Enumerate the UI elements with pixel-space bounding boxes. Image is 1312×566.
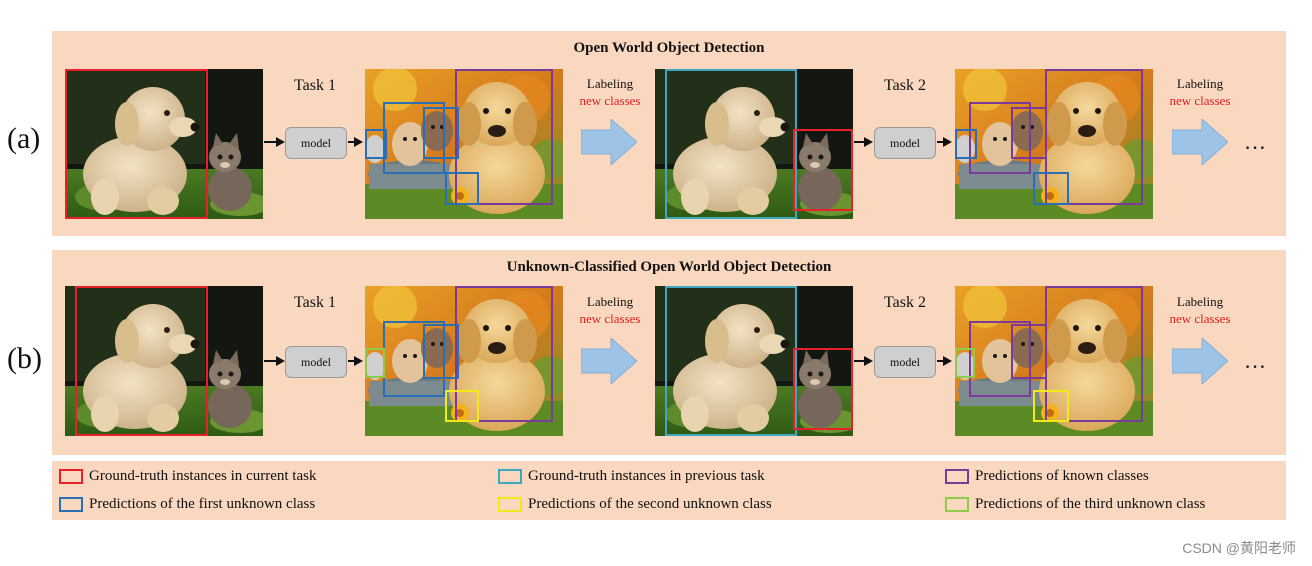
- bbox-pred-unknown1: [955, 129, 977, 159]
- block-arrow-icon: [581, 119, 637, 165]
- labeling-text: Labeling new classes: [1155, 293, 1245, 327]
- image-task2-input: [655, 286, 853, 436]
- labeling-text: Labeling new classes: [565, 293, 655, 327]
- ellipsis: …: [1244, 348, 1266, 374]
- bbox-gt-current: [75, 286, 208, 436]
- legend-text: Ground-truth instances in current task: [89, 468, 316, 485]
- bbox-pred-unknown1: [423, 324, 459, 379]
- bbox-pred-known: [1011, 107, 1047, 159]
- model-box: model: [285, 127, 347, 159]
- labeling-label: Labeling: [1155, 75, 1245, 92]
- image-task2-input: [655, 69, 853, 219]
- bbox-gt-current: [793, 348, 853, 430]
- image-task2-predictions: [955, 286, 1153, 436]
- bbox-pred-unknown1: [365, 129, 387, 159]
- image-task1-predictions: [365, 286, 563, 436]
- watermark: CSDN @黄阳老师: [1182, 538, 1296, 558]
- bbox-pred-unknown1: [423, 107, 459, 159]
- legend-pred-unknown2: Predictions of the second unknown class: [498, 496, 772, 513]
- swatch-yellow: [498, 497, 522, 512]
- flow-arrow-head: [276, 137, 285, 147]
- legend-gt-current: Ground-truth instances in current task: [59, 468, 316, 485]
- flow-arrow-head: [864, 137, 873, 147]
- flow-arrow-head: [943, 137, 952, 147]
- model-box: model: [874, 346, 936, 378]
- legend-text: Predictions of known classes: [975, 468, 1149, 485]
- labeling-label: Labeling: [565, 293, 655, 310]
- task-label: Task 1: [285, 77, 345, 95]
- swatch-red: [59, 469, 83, 484]
- legend-pred-known: Predictions of known classes: [945, 468, 1149, 485]
- bbox-pred-unknown1: [445, 172, 479, 205]
- flow-arrow-head: [354, 356, 363, 366]
- legend-gt-previous: Ground-truth instances in previous task: [498, 468, 765, 485]
- bbox-pred-unknown3: [955, 348, 975, 378]
- panel-unknown-classified: Unknown-Classified Open World Object Det…: [52, 250, 1286, 455]
- new-classes-label: new classes: [565, 310, 655, 327]
- legend-text: Predictions of the first unknown class: [89, 496, 315, 513]
- row-label-a: (a): [7, 122, 40, 156]
- labeling-label: Labeling: [1155, 293, 1245, 310]
- bbox-gt-previous: [665, 286, 797, 436]
- panel-title: Open World Object Detection: [52, 40, 1286, 57]
- block-arrow-icon: [1172, 119, 1228, 165]
- legend: Ground-truth instances in current task P…: [52, 461, 1286, 520]
- model-box: model: [285, 346, 347, 378]
- labeling-text: Labeling new classes: [565, 75, 655, 109]
- swatch-green: [945, 497, 969, 512]
- image-task1-predictions: [365, 69, 563, 219]
- legend-pred-unknown1: Predictions of the first unknown class: [59, 496, 315, 513]
- task-label: Task 2: [875, 77, 935, 95]
- task-label: Task 1: [285, 294, 345, 312]
- bbox-gt-current: [65, 69, 208, 219]
- legend-pred-unknown3: Predictions of the third unknown class: [945, 496, 1205, 513]
- row-label-b: (b): [7, 342, 42, 376]
- legend-text: Ground-truth instances in previous task: [528, 468, 765, 485]
- bbox-gt-previous: [665, 69, 797, 219]
- block-arrow-icon: [1172, 338, 1228, 384]
- panel-open-world: Open World Object Detection Task 1 model…: [52, 31, 1286, 236]
- task-label: Task 2: [875, 294, 935, 312]
- bbox-pred-unknown1: [1033, 172, 1069, 205]
- legend-text: Predictions of the third unknown class: [975, 496, 1205, 513]
- model-box: model: [874, 127, 936, 159]
- flow-arrow-head: [943, 356, 952, 366]
- bbox-pred-known: [1011, 324, 1047, 379]
- labeling-text: Labeling new classes: [1155, 75, 1245, 109]
- labeling-label: Labeling: [565, 75, 655, 92]
- bbox-pred-unknown2: [445, 390, 479, 422]
- flow-arrow-head: [354, 137, 363, 147]
- swatch-teal: [498, 469, 522, 484]
- flow-arrow-head: [864, 356, 873, 366]
- swatch-purple: [945, 469, 969, 484]
- new-classes-label: new classes: [1155, 92, 1245, 109]
- new-classes-label: new classes: [565, 92, 655, 109]
- image-task1-input: [65, 286, 263, 436]
- panel-title: Unknown-Classified Open World Object Det…: [52, 259, 1286, 276]
- new-classes-label: new classes: [1155, 310, 1245, 327]
- image-task2-predictions: [955, 69, 1153, 219]
- swatch-blue: [59, 497, 83, 512]
- bbox-gt-current: [793, 129, 853, 211]
- flow-arrow-head: [276, 356, 285, 366]
- legend-text: Predictions of the second unknown class: [528, 496, 772, 513]
- ellipsis: …: [1244, 129, 1266, 155]
- bbox-pred-unknown2: [1033, 390, 1069, 422]
- bbox-pred-unknown3: [365, 348, 385, 378]
- block-arrow-icon: [581, 338, 637, 384]
- image-task1-input: [65, 69, 263, 219]
